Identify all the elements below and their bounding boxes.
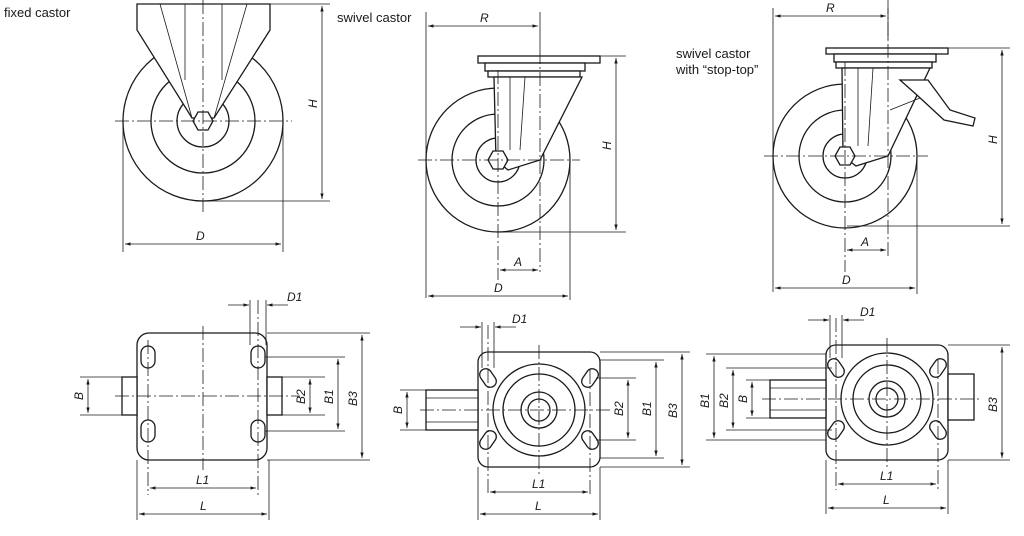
swivel-castor-side-view bbox=[418, 12, 626, 300]
dim-label-b3: B3 bbox=[986, 397, 1000, 412]
dim-label-b2: B2 bbox=[612, 401, 626, 416]
dim-label-b2: B2 bbox=[717, 393, 731, 408]
dim-label-b2: B2 bbox=[294, 389, 308, 404]
caption-swivel-castor: swivel castor bbox=[337, 10, 412, 25]
caption-stop-top-line2: with “stop-top” bbox=[675, 62, 758, 77]
dim-label-b1: B1 bbox=[322, 389, 336, 404]
dim-label-l1: L1 bbox=[196, 473, 209, 487]
dim-label-l1: L1 bbox=[880, 469, 893, 483]
dim-label-b1: B1 bbox=[698, 393, 712, 408]
dim-label-b1: B1 bbox=[640, 401, 654, 416]
dim-label-d: D bbox=[196, 229, 205, 243]
dim-label-b: B bbox=[72, 392, 86, 400]
dim-label-d: D bbox=[494, 281, 503, 295]
stop-top-castor-top-view bbox=[706, 315, 1010, 514]
fixed-castor-top-view bbox=[80, 300, 370, 520]
fixed-castor-side-view bbox=[115, 0, 330, 252]
dim-label-d1: D1 bbox=[287, 290, 302, 304]
dim-label-d1: D1 bbox=[512, 312, 527, 326]
dim-label-l: L bbox=[200, 499, 207, 513]
dim-label-h: H bbox=[986, 135, 1000, 144]
dim-label-b3: B3 bbox=[666, 403, 680, 418]
dim-label-h: H bbox=[306, 99, 320, 108]
dim-label-d: D bbox=[842, 273, 851, 287]
dim-label-b: B bbox=[736, 395, 750, 403]
dim-label-l1: L1 bbox=[532, 477, 545, 491]
dim-label-l: L bbox=[535, 499, 542, 513]
dim-label-b: B bbox=[391, 406, 405, 414]
stop-top-castor-side-view bbox=[764, 0, 1010, 294]
caption-stop-top-line1: swivel castor bbox=[676, 46, 751, 61]
dim-label-l: L bbox=[883, 493, 890, 507]
dim-label-a: A bbox=[860, 235, 869, 249]
dim-label-r: R bbox=[826, 1, 835, 15]
dim-label-d1: D1 bbox=[860, 305, 875, 319]
dim-label-h: H bbox=[600, 141, 614, 150]
dim-label-b3: B3 bbox=[346, 391, 360, 406]
caption-fixed-castor: fixed castor bbox=[4, 5, 71, 20]
dim-label-r: R bbox=[480, 11, 489, 25]
dim-label-a: A bbox=[513, 255, 522, 269]
swivel-castor-top-view bbox=[400, 322, 690, 520]
